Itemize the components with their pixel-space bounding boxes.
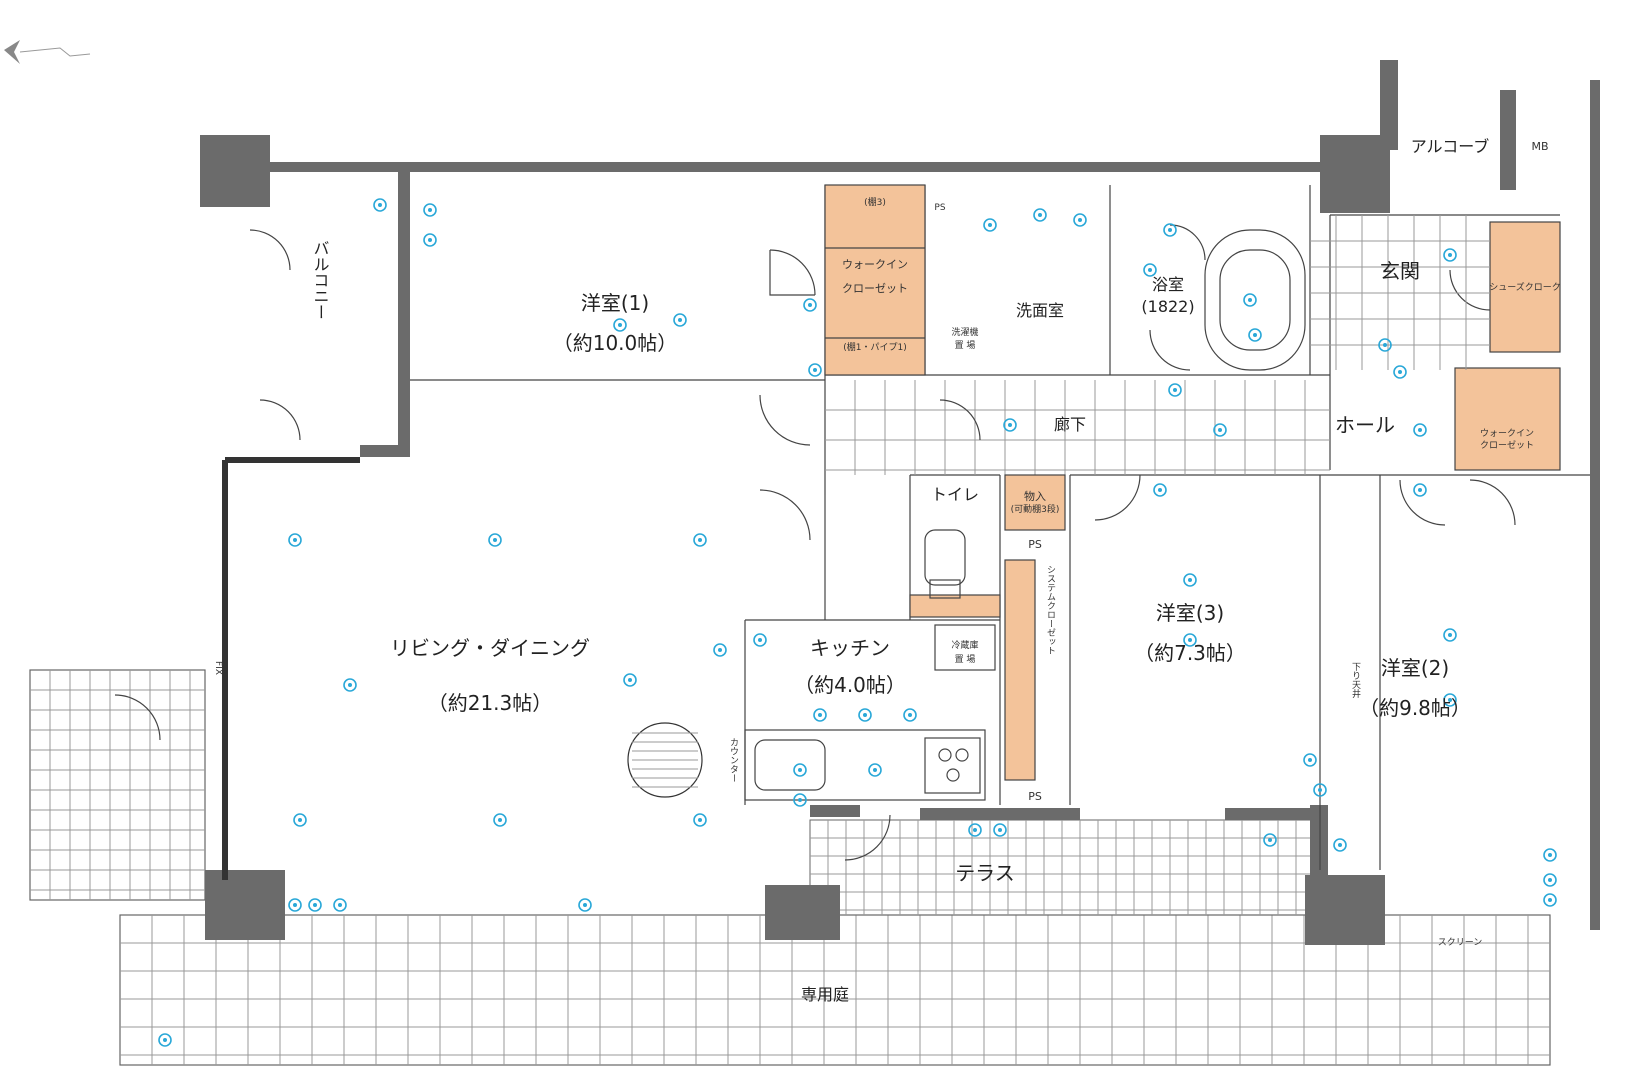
svg-text:クローゼット: クローゼット — [842, 282, 908, 295]
room-kitchen-name: キッチン — [810, 636, 890, 660]
room-western3-name: 洋室(3) — [1156, 601, 1224, 625]
wic1-shelf-pipe: (棚1・パイプ1) — [843, 341, 906, 353]
wic2-label-2: クローゼット — [1480, 439, 1534, 451]
room-toilet: トイレ — [931, 485, 979, 504]
svg-text:置 場: 置 場 — [955, 653, 976, 665]
room-western3-size: （約7.3帖） — [1134, 641, 1246, 665]
room-western2-name: 洋室(2) — [1381, 656, 1449, 680]
room-bath-name: 浴室 — [1152, 275, 1184, 294]
ps-label-3: PS — [934, 203, 945, 213]
room-living-size: （約21.3帖） — [428, 691, 553, 715]
walk-in-closet-1 — [824, 184, 926, 376]
dining-table — [627, 722, 703, 798]
room-balcony: バルコニー — [311, 240, 330, 320]
counter-label: カウンター — [728, 737, 739, 782]
exterior-walls — [200, 60, 1600, 945]
storage-note: (可動棚3段) — [1011, 503, 1060, 515]
room-kitchen-size: （約4.0帖） — [794, 673, 906, 697]
room-alcove: アルコーブ — [1411, 137, 1490, 156]
shoes-closet-label: シューズクローク — [1489, 281, 1561, 293]
wic1-shelf: (棚3) — [864, 196, 886, 208]
room-mb: MB — [1531, 140, 1548, 153]
ps-label-2: PS — [1028, 790, 1042, 803]
fridge-label: 冷蔵庫 — [951, 639, 978, 651]
laundry-label: 洗濯機 — [951, 326, 978, 338]
room-corridor: 廊下 — [1054, 415, 1086, 434]
storage-closet — [1004, 474, 1066, 531]
fix-label: FIX — [213, 661, 223, 675]
side-terrace-area — [29, 669, 206, 901]
screen-label: スクリーン — [1438, 937, 1483, 948]
north-arrow-icon — [4, 40, 91, 64]
ceiling-drop-label: 下り天井 — [1350, 662, 1361, 699]
bathtub — [1204, 229, 1306, 371]
room-terrace: テラス — [955, 861, 1015, 885]
closets — [824, 184, 1561, 781]
room-washroom: 洗面室 — [1016, 301, 1064, 320]
room-garden: 専用庭 — [801, 985, 849, 1004]
room-hall: ホール — [1335, 413, 1395, 437]
svg-text:置 場: 置 場 — [955, 339, 976, 351]
room-western2-size: （約9.8帖） — [1359, 696, 1471, 720]
terrace-area — [809, 819, 1321, 916]
room-western1-name: 洋室(1) — [581, 291, 649, 315]
equipment-symbols — [158, 198, 1557, 1047]
wic2-label-1: ウォークイン — [1480, 428, 1534, 439]
shoes-closet — [1489, 221, 1561, 353]
ps-label-1: PS — [1028, 538, 1042, 551]
system-closet-label: システムクローゼット — [1045, 565, 1056, 655]
washroom-tiles — [1310, 215, 1490, 370]
toilet-fixture — [924, 529, 966, 599]
system-closet — [1004, 559, 1036, 781]
room-living-name: リビング・ダイニング — [390, 636, 590, 660]
room-entrance: 玄関 — [1380, 259, 1420, 283]
storage-label: 物入 — [1024, 489, 1046, 503]
kitchen-counter — [744, 624, 996, 801]
door-swings — [114, 224, 1516, 861]
wic1-label: ウォークイン — [842, 258, 908, 271]
room-bath-size: (1822) — [1141, 297, 1194, 316]
walk-in-closet-2 — [1454, 367, 1561, 471]
room-western1-size: （約10.0帖） — [553, 331, 678, 355]
garden-area — [119, 914, 1551, 1066]
